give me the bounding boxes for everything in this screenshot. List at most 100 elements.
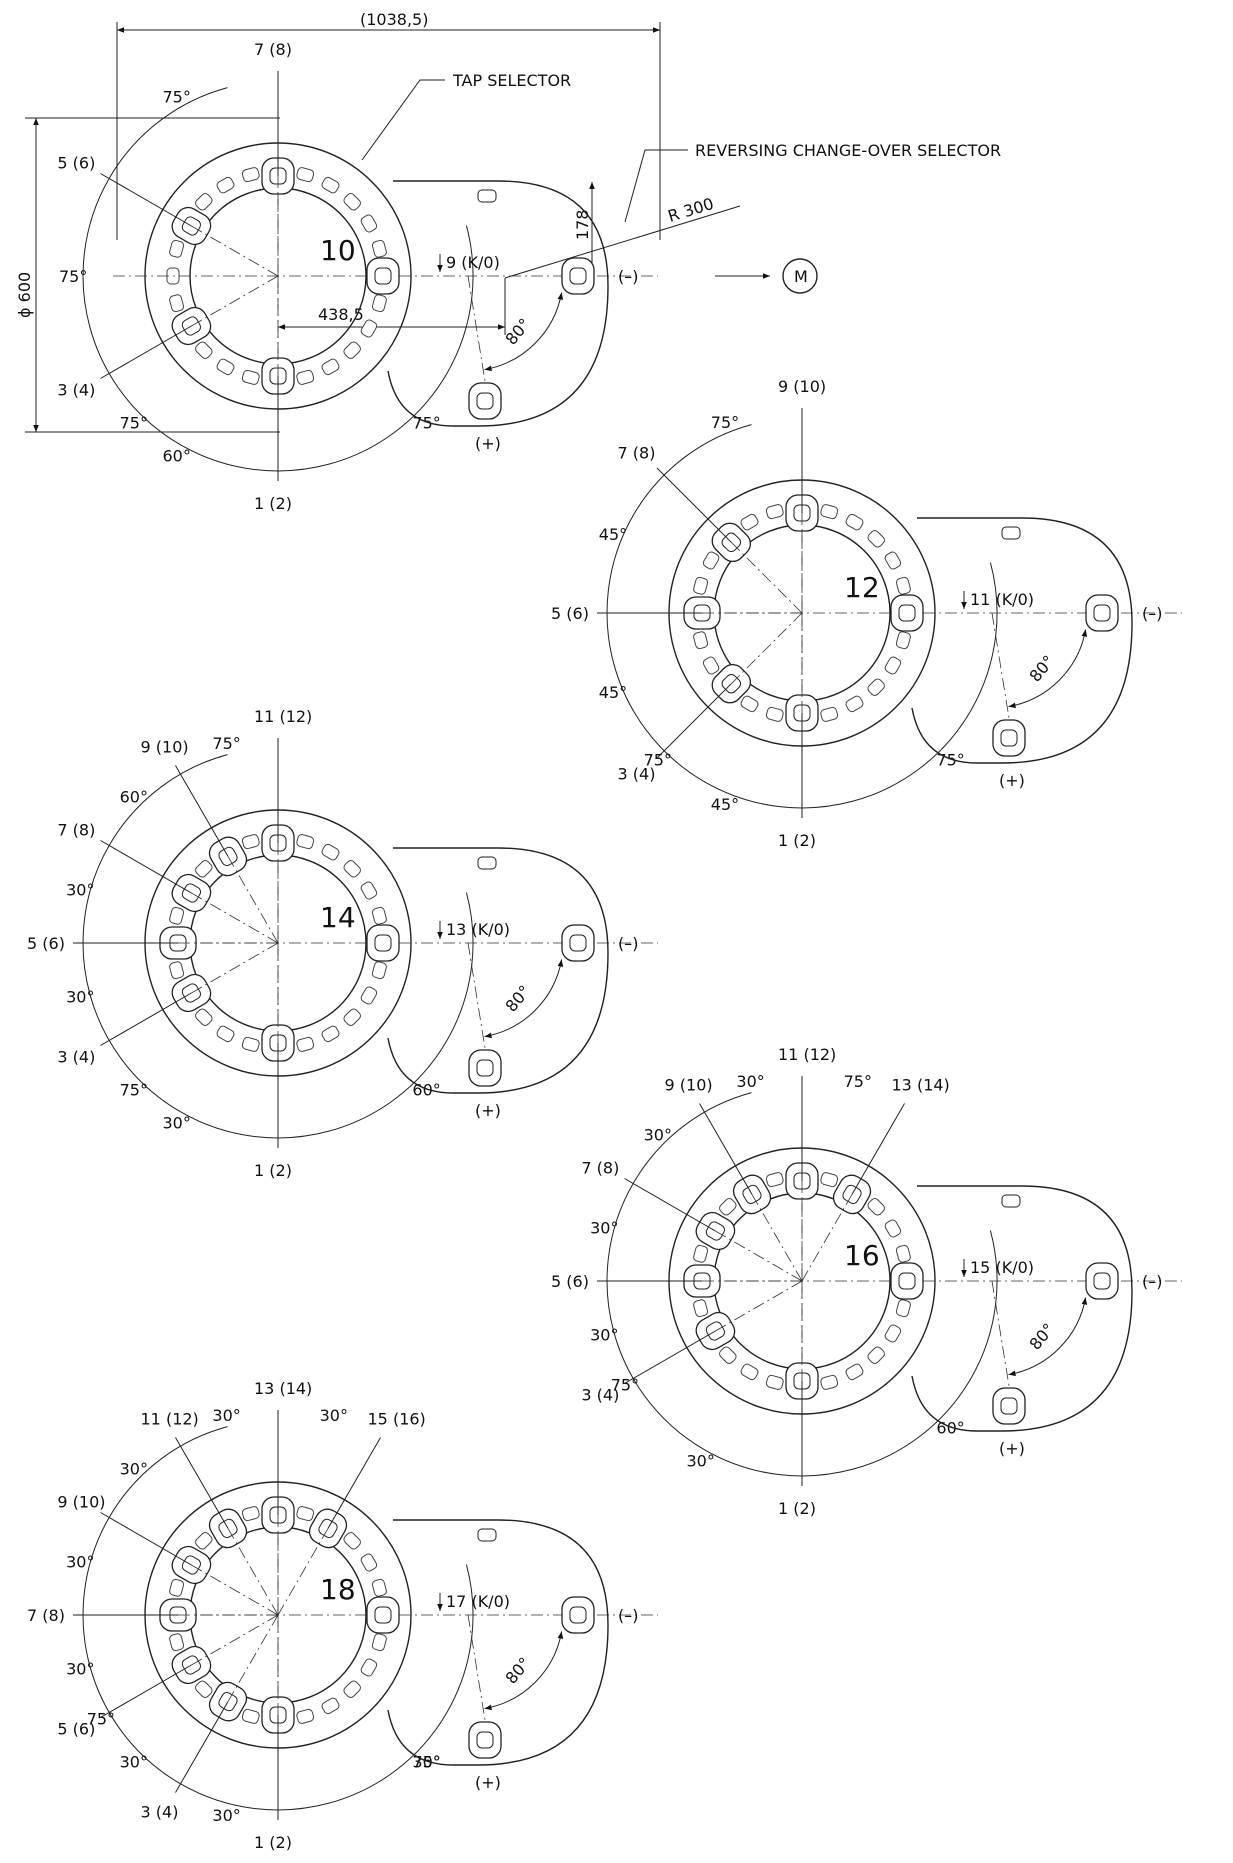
tap-selector-label: TAP SELECTOR [452,71,571,90]
angle-80-arc [1008,1297,1088,1377]
slot-pad [765,504,784,520]
radial-centerline [191,942,279,994]
reversing-slot [1001,1194,1021,1208]
contact-4: 7 (8) [618,444,803,614]
slot-pad [867,1346,885,1364]
angle-80-arc [484,959,564,1039]
contact-label: 1 (2) [254,494,292,513]
angle-80-label: 80° [1026,1320,1059,1354]
diagram-number: 10 [320,234,356,267]
slot-pad [216,1025,235,1043]
plus-centerline [991,1280,1010,1387]
ko-label: 15 (K/0) [970,1258,1034,1277]
slot-pad [693,1299,709,1318]
contact-2: 3 (4) [618,612,803,784]
angle-arc [606,1092,998,1477]
angle-label: 75° [163,88,191,107]
slot-pad [895,576,911,595]
slot-pad [702,656,720,675]
contact-label: 7 (8) [57,821,95,840]
slot-pad [195,860,213,878]
slot-pad [845,1363,864,1381]
slot-pad [296,167,315,183]
slot-pad [360,319,378,338]
contact-5: 9 (10) [665,1075,803,1282]
slot-pad [371,961,387,980]
motor-label: M [794,267,808,286]
plus-label: (+) [475,434,501,453]
contact-label: 1 (2) [778,1499,816,1518]
radial-centerline [277,1528,329,1616]
reversing-selector: (–)(+)80° [911,517,1162,790]
contact-2: 3 (4) [581,1280,803,1405]
contact-label: 11 (12) [141,1409,199,1428]
angle-label: 75° [611,1376,639,1395]
contact-5: 9 (10) [141,737,279,944]
angle-label: 75° [711,413,739,432]
plus-centerline [467,275,486,382]
angle-arc [82,87,474,472]
ko-contact-core [898,1272,916,1290]
reversing-outline [911,1185,1133,1432]
plus-contact [992,1387,1026,1425]
angle-label: 30° [320,1406,348,1425]
diameter-dim-text: ϕ 600 [15,272,34,318]
slot-pad [321,1697,340,1715]
offset-dim-text: 438,5 [318,305,364,324]
slot-pad [241,369,260,385]
contact-3: 5 (6) [57,154,279,277]
contact-label: 1 (2) [778,831,816,850]
slot-pad [169,1578,185,1597]
minus-label: (–) [1142,604,1162,623]
radial-centerline [715,1280,803,1332]
angle-label: 45° [599,525,627,544]
angle-label: 75° [120,1080,148,1099]
plus-contact-core [1000,1397,1018,1415]
radial-centerline [191,1614,279,1666]
slot-pad [321,843,340,861]
contact-leader [656,467,732,543]
tap-selector-callout: TAP SELECTOR [361,71,571,161]
contact-label: 3 (4) [618,765,656,784]
plus-contact [992,719,1026,757]
reversing-selector: (–)(+)80° [387,1519,638,1792]
contact-3: 5 (6) [551,596,802,630]
reversing-slot [477,1528,497,1542]
ko-contact-core [374,934,392,952]
contact-1: 1 (2) [254,276,295,513]
slot-pad [867,678,885,696]
contact-label: 5 (6) [57,154,95,173]
radial-centerline [227,1614,279,1702]
contact-leader [175,1701,229,1793]
slot-pad [169,906,185,925]
slot-pad [693,1244,709,1263]
angle-label: 30° [212,1406,240,1425]
contact-3: 5 (6) [27,926,278,960]
radial-centerline [751,1194,803,1282]
minus-contact-core [569,267,587,285]
slot-pad [343,341,361,359]
reversing-slot [477,856,497,870]
ko-contact-core [374,267,392,285]
angle-label: 60° [412,1080,440,1099]
contact-1: 1 (2) [254,1615,295,1852]
radial-centerline [191,1564,279,1616]
slot-pad [719,1346,737,1364]
slot-pad [895,1299,911,1318]
slot-pad [360,1658,378,1677]
overall-dimension: (1038,5) [116,10,661,240]
angle-label: 75° [412,413,440,432]
ko-contact [890,594,924,632]
diameter-dimension: ϕ 600 [15,117,280,433]
ko-contact [366,924,400,962]
contact-label: 3 (4) [57,1048,95,1067]
slot-pad [296,1708,315,1724]
minus-contact-core [569,934,587,952]
contact-4: 7 (8) [27,1598,278,1632]
contact-leader [100,173,192,227]
ko-contact-core [898,604,916,622]
contact-leader [851,1103,905,1195]
angle-label: 30° [66,880,94,899]
